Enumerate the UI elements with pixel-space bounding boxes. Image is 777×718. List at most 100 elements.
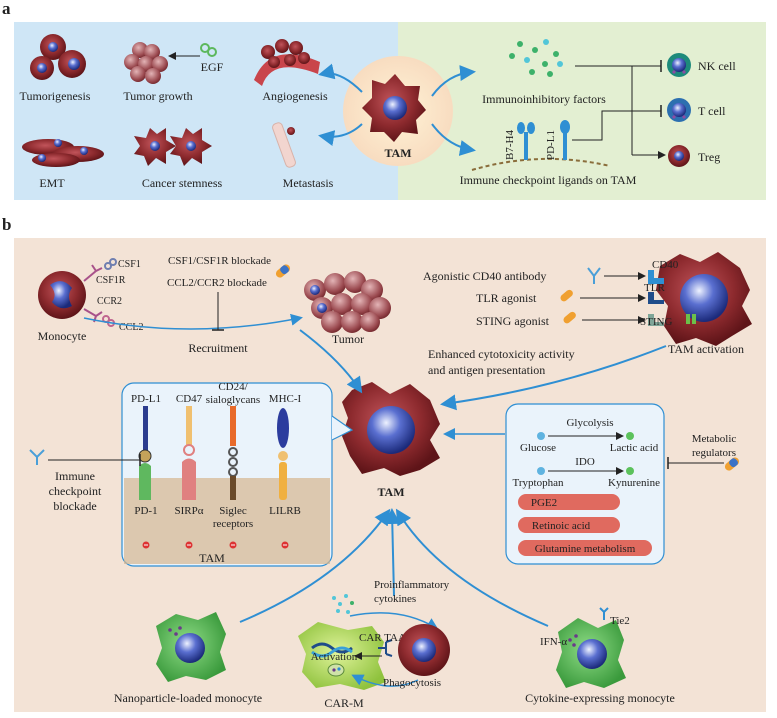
car-target-tumor-icon — [398, 624, 450, 676]
label-sialoglycans: sialoglycans — [206, 394, 260, 406]
label-icb-3: blockade — [53, 499, 96, 513]
label-glucose: Glucose — [520, 442, 556, 454]
factor-dots-icon — [509, 39, 563, 77]
cancer-stemness-icon — [134, 128, 212, 166]
glucose-dot-icon — [537, 432, 545, 440]
label-metastasis: Metastasis — [283, 176, 334, 190]
label-sting: STING — [640, 316, 672, 328]
emt-icon — [22, 139, 104, 167]
carm-to-tam-arrow — [384, 508, 401, 597]
panel-b-letter: b — [2, 215, 11, 234]
label-sirpa: SIRPα — [175, 505, 204, 517]
label-ccl2-blockade: CCL2/CCR2 blockade — [167, 277, 267, 289]
label-tam-b: TAM — [377, 485, 404, 499]
recruitment-arrow — [83, 313, 303, 330]
arrow-to-angiogenesis — [318, 63, 363, 93]
tam-label-a: TAM — [384, 146, 411, 160]
label-pdl1-a: PD-L1 — [545, 130, 557, 160]
nanoparticle-monocyte-icon — [156, 612, 226, 682]
inhibitory-signal-icons — [142, 541, 289, 549]
label-checkpoint-box-tam: TAM — [199, 551, 225, 565]
metab-capsule-icon — [724, 457, 740, 471]
label-t-cell: T cell — [698, 104, 726, 118]
pdl1-connector — [572, 110, 632, 141]
label-angiogenesis: Angiogenesis — [262, 89, 328, 103]
pdl1-icon — [560, 120, 570, 160]
label-treg: Treg — [698, 150, 720, 164]
label-nk-cell: NK cell — [698, 59, 736, 73]
nk-cell-icon — [667, 53, 691, 77]
panel-a-right-bg — [398, 22, 766, 200]
tlr-capsule-icon — [560, 289, 573, 302]
label-tumorigenesis: Tumorigenesis — [20, 89, 91, 103]
label-tryptophan: Tryptophan — [513, 477, 564, 489]
metastasis-icon — [272, 122, 296, 168]
label-cd24: CD24/ — [218, 381, 248, 393]
label-metab-1: Metabolic — [692, 433, 737, 445]
label-ido: IDO — [575, 456, 595, 468]
sting-capsule-icon — [563, 311, 576, 324]
cd40-antibody-icon — [587, 267, 601, 284]
mhc1-lilrb-pair-icon — [277, 408, 289, 500]
nanoparticle-to-tam-arrow — [239, 508, 391, 623]
label-ccr2: CCR2 — [97, 296, 122, 307]
drug-capsule-icon — [275, 264, 291, 278]
phagocytosis-arrow — [351, 674, 419, 687]
receptor-tlr-icon — [648, 292, 664, 304]
label-egf: EGF — [201, 60, 224, 74]
treg-icon — [668, 145, 690, 167]
pill-retinoic — [518, 517, 620, 533]
cytokine-to-tam-arrow — [395, 508, 549, 627]
tryptophan-dot-icon — [537, 467, 545, 475]
label-cd47: CD47 — [176, 393, 203, 405]
label-csf1: CSF1 — [118, 259, 141, 270]
label-csf1-blockade: CSF1/CSF1R blockade — [168, 255, 271, 267]
label-siglec: Siglec — [219, 505, 247, 517]
lactic-dot-icon — [626, 432, 634, 440]
label-phagocytosis: Phagocytosis — [383, 677, 441, 689]
kynurenine-dot-icon — [626, 467, 634, 475]
label-mhc1: MHC-I — [269, 393, 302, 405]
label-icb-1: Immune — [55, 469, 95, 483]
label-immunoinhibitory: Immunoinhibitory factors — [482, 92, 606, 106]
tam-membrane — [471, 157, 611, 171]
label-agonist-tlr: TLR agonist — [476, 291, 537, 305]
panel-a-left-bg — [14, 22, 398, 200]
label-glycolysis: Glycolysis — [566, 417, 613, 429]
label-lilrb: LILRB — [269, 505, 301, 517]
tumor-growth-icon — [124, 42, 168, 84]
egf-icon — [200, 43, 217, 57]
label-retinoic: Retinoic acid — [532, 520, 591, 532]
label-receptors: receptors — [213, 518, 253, 530]
label-pge2: PGE2 — [531, 497, 557, 509]
receptor-cd40-icon — [648, 270, 664, 284]
activated-tam-icon — [656, 252, 752, 346]
tumor-to-tam-arrow — [299, 329, 363, 394]
pill-pge2 — [518, 494, 620, 510]
label-metab-2: regulators — [692, 447, 736, 459]
label-agonist-sting: STING agonist — [476, 314, 550, 328]
label-pd1: PD-1 — [134, 505, 157, 517]
label-enhanced-2: and antigen presentation — [428, 363, 545, 377]
label-agonist-cd40: Agonistic CD40 antibody — [423, 269, 546, 283]
label-cd40: CD40 — [652, 259, 679, 271]
t-cell-icon — [667, 98, 691, 122]
label-car-m: CAR-M — [324, 696, 364, 710]
label-tie2: Tie2 — [610, 615, 630, 627]
label-icb-2: checkpoint — [49, 484, 102, 498]
monocyte-icon — [38, 271, 86, 319]
angiogenesis-icon — [254, 39, 320, 86]
cytokine-release-arrow — [349, 612, 439, 630]
cytokine-dots-icon — [332, 594, 354, 614]
checkpoint-callout — [121, 382, 354, 567]
cd47-sirpa-pair-icon — [182, 406, 196, 500]
car-m-icon — [298, 622, 393, 690]
label-nanoparticle: Nanoparticle-loaded monocyte — [114, 691, 262, 705]
label-csf1r: CSF1R — [96, 275, 126, 286]
tam-cell-a — [362, 74, 426, 142]
label-activation: Activation — [311, 651, 358, 663]
label-ifn: IFN-α — [540, 636, 567, 648]
cytokine-monocyte-icon — [556, 607, 626, 688]
receptor-sting-icon — [648, 314, 664, 326]
